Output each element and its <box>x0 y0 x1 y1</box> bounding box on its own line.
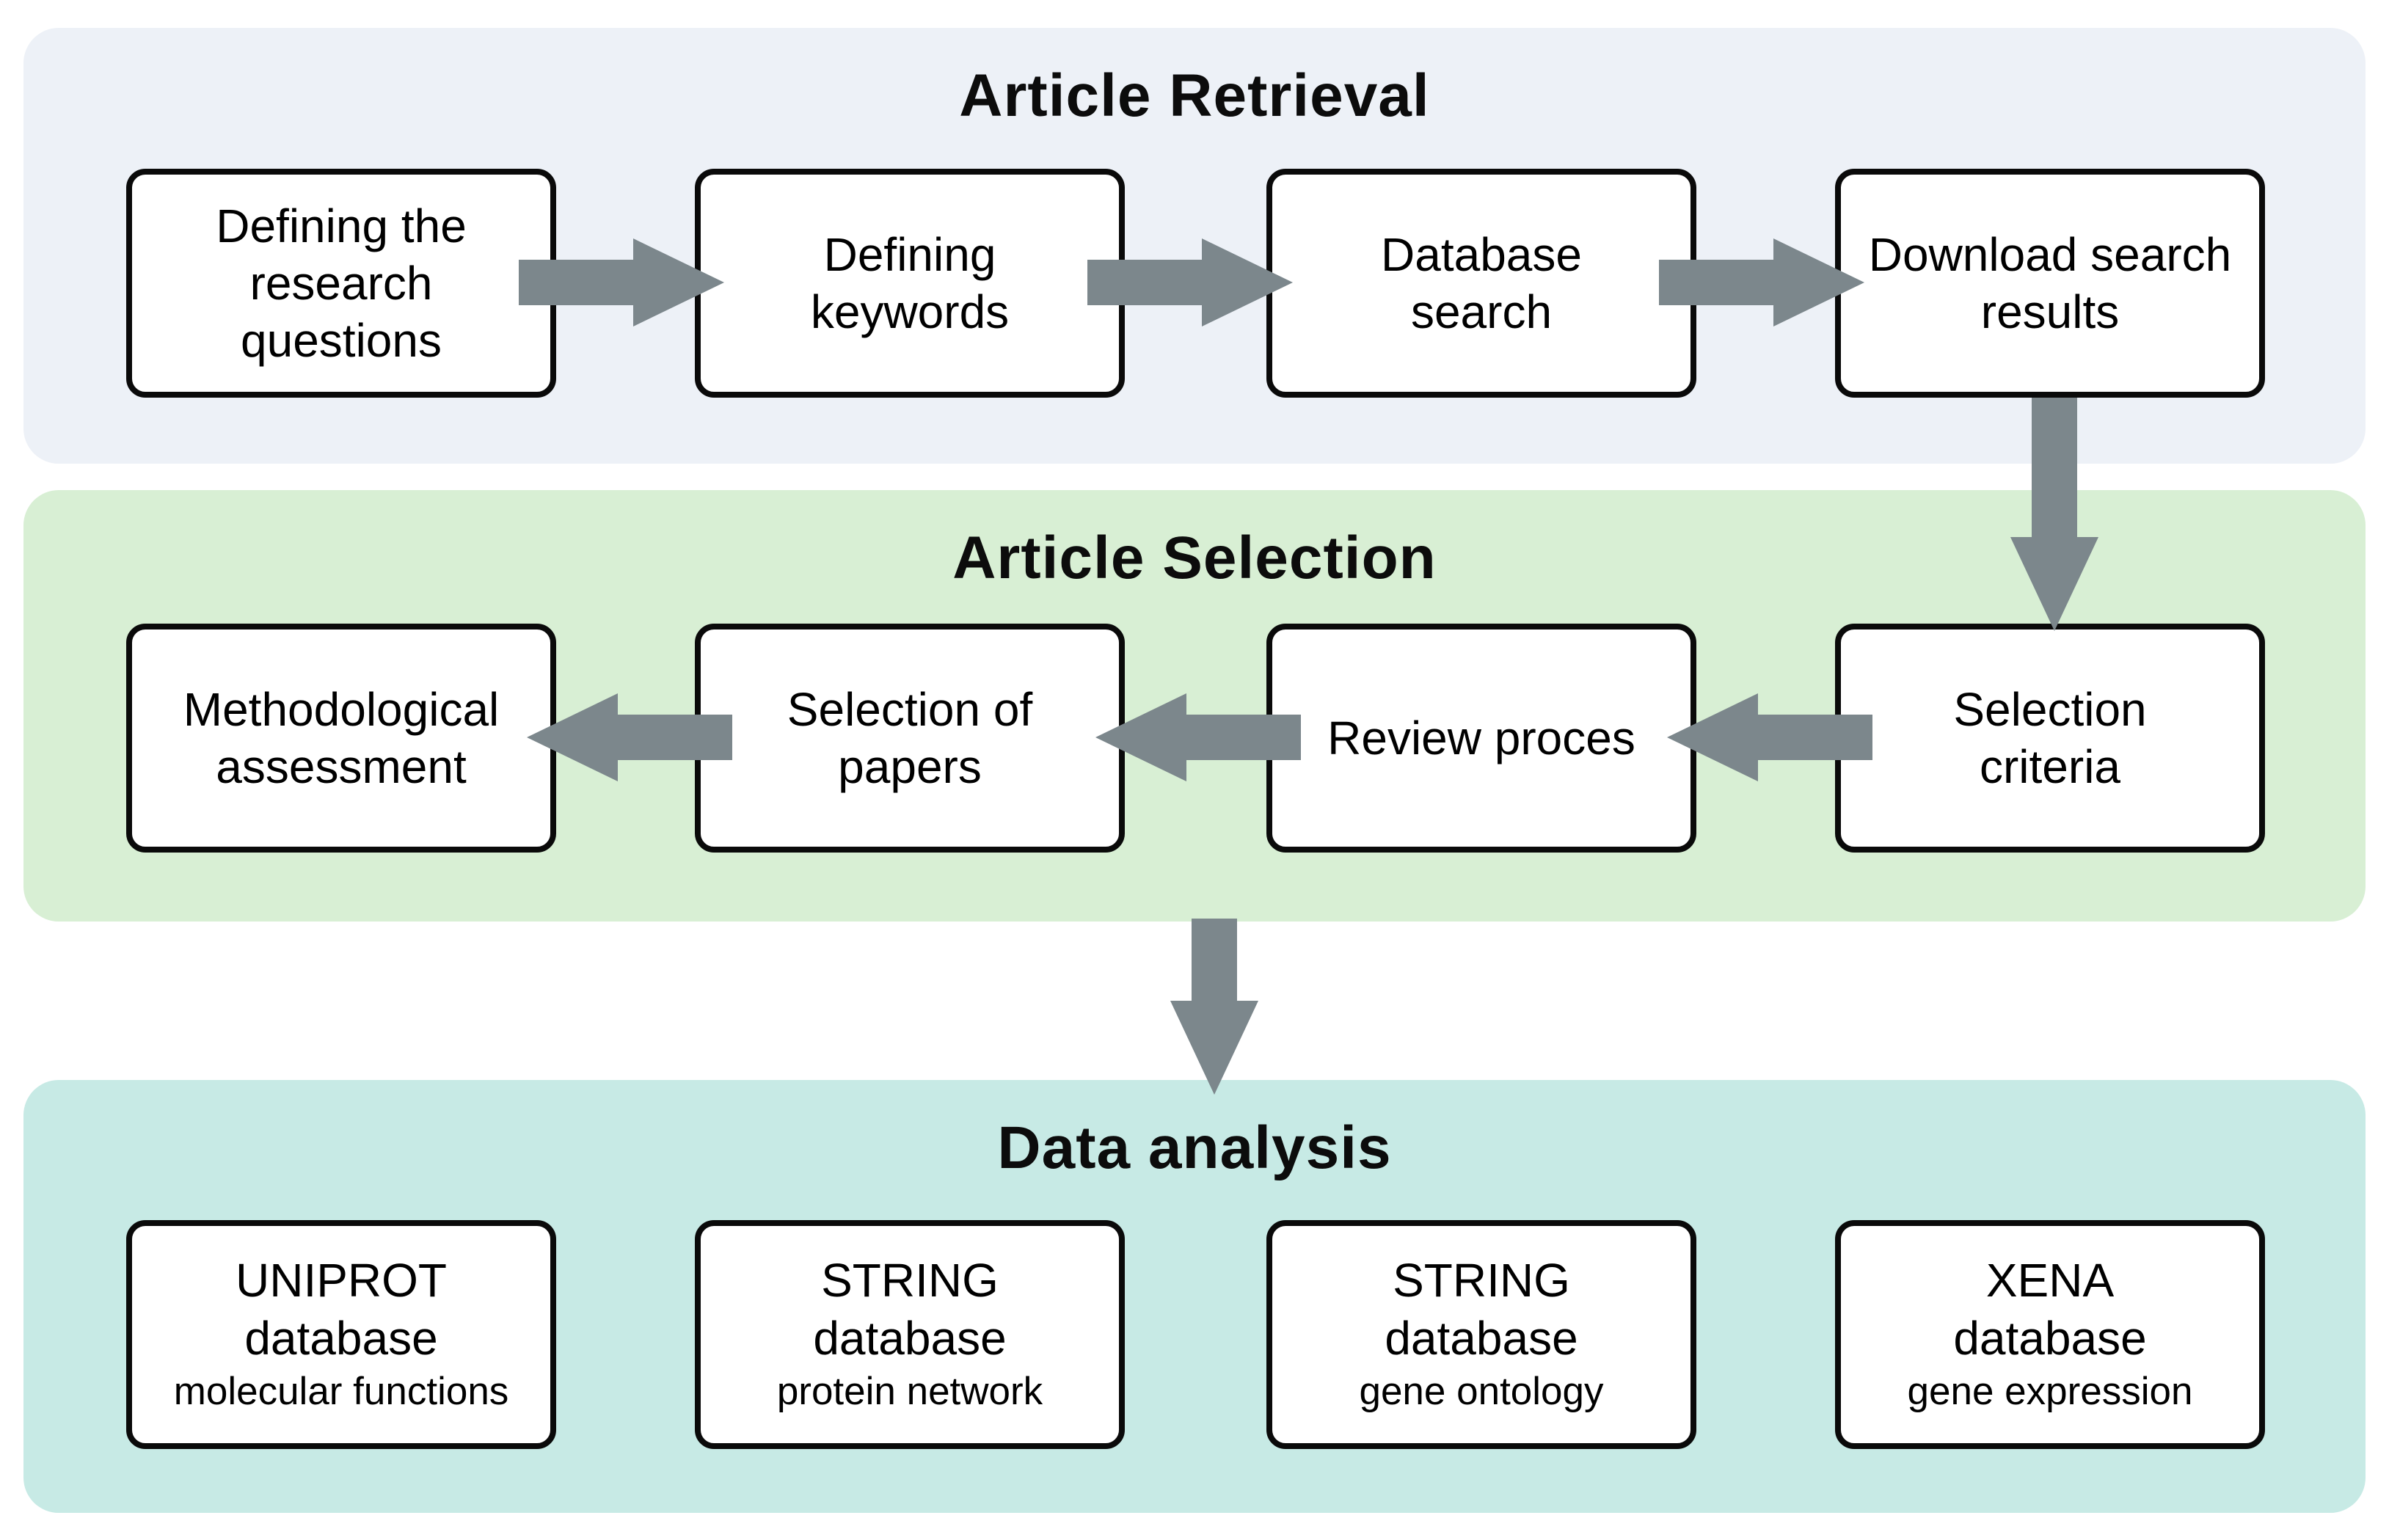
panel-article-retrieval: Article Retrieval Defining the research … <box>23 28 2366 464</box>
flow-box-sublabel: protein network <box>776 1369 1043 1413</box>
flow-box-label: Review proces <box>1327 711 1635 764</box>
down-arrow-icon-2 <box>1170 919 1258 1095</box>
left-arrow-icon-3 <box>527 693 732 781</box>
flow-box-uniprot-database: UNIPROT database molecular functions <box>126 1220 556 1449</box>
flow-box-sublabel: molecular functions <box>173 1369 509 1413</box>
flow-box-selection-criteria: Selection criteria <box>1835 624 2265 853</box>
flow-box-label: XENA database <box>1953 1254 2147 1365</box>
panel-title-article-selection: Article Selection <box>952 525 1437 591</box>
flow-box-methodological-assessment: Methodological assessment <box>126 624 556 853</box>
flow-box-sublabel: gene expression <box>1907 1369 2193 1413</box>
right-arrow-icon-2 <box>1087 238 1293 326</box>
left-arrow-icon-2 <box>1095 693 1301 781</box>
flow-box-label: Selection criteria <box>1953 682 2147 793</box>
flow-box-label: Defining the research questions <box>216 199 467 368</box>
flow-box-label: STRING database <box>813 1254 1007 1365</box>
flow-box-string-database-protein-network: STRING database protein network <box>695 1220 1125 1449</box>
flow-box-defining-keywords: Defining keywords <box>695 169 1125 398</box>
panel-data-analysis: Data analysis UNIPROT database molecular… <box>23 1080 2366 1513</box>
flow-box-defining-research-questions: Defining the research questions <box>126 169 556 398</box>
down-arrow-icon-1 <box>2010 398 2098 631</box>
flow-box-string-database-gene-ontology: STRING database gene ontology <box>1266 1220 1696 1449</box>
flow-box-database-search: Database search <box>1266 169 1696 398</box>
flow-box-sublabel: gene ontology <box>1359 1369 1604 1413</box>
flow-box-label: Defining keywords <box>810 227 1010 338</box>
right-arrow-icon-1 <box>519 238 724 326</box>
panel-title-article-retrieval: Article Retrieval <box>959 62 1430 129</box>
flow-box-label: Methodological assessment <box>183 682 500 793</box>
flow-box-download-search-results: Download search results <box>1835 169 2265 398</box>
panel-title-data-analysis: Data analysis <box>997 1114 1392 1181</box>
flow-box-xena-database: XENA database gene expression <box>1835 1220 2265 1449</box>
flow-box-label: UNIPROT database <box>236 1254 447 1365</box>
flow-box-label: STRING database <box>1385 1254 1578 1365</box>
flow-box-label: Download search results <box>1868 227 2232 338</box>
flow-box-selection-of-papers: Selection of papers <box>695 624 1125 853</box>
left-arrow-icon-1 <box>1667 693 1872 781</box>
flow-box-label: Database search <box>1381 227 1582 338</box>
right-arrow-icon-3 <box>1659 238 1864 326</box>
panel-article-selection: Article Selection Methodological assessm… <box>23 490 2366 922</box>
flow-box-label: Selection of papers <box>787 682 1033 793</box>
flow-box-review-proces: Review proces <box>1266 624 1696 853</box>
